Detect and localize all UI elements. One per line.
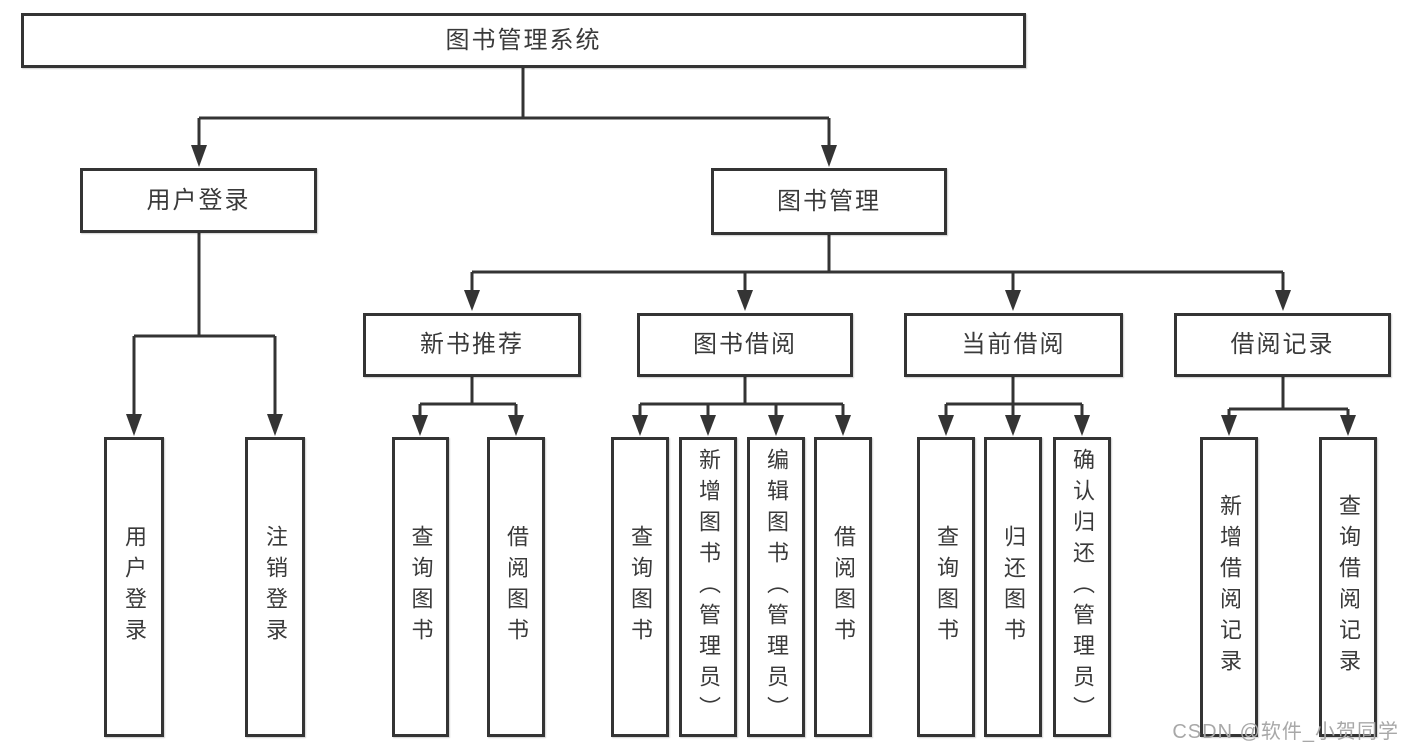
node-label: 新书推荐	[420, 331, 524, 358]
node-label: 查询图书	[408, 525, 434, 649]
node-book-borrowing: 图书借阅	[637, 313, 853, 377]
node-label: 借阅图书	[831, 525, 856, 649]
node-label: 用户登录	[122, 525, 147, 649]
node-label: 图书管理系统	[445, 26, 602, 54]
leaf-query-books-recommend: 查询图书	[392, 437, 449, 737]
node-label: 当前借阅	[961, 331, 1066, 358]
node-label: 新增借阅记录	[1217, 494, 1242, 680]
leaf-add-books-admin: 新增图书（管理员）	[679, 437, 737, 737]
leaf-edit-books-admin: 编辑图书（管理员）	[747, 437, 805, 737]
leaf-return-books: 归还图书	[984, 437, 1042, 737]
node-label: 借阅图书	[504, 525, 529, 649]
node-label: 图书借阅	[693, 331, 797, 358]
leaf-query-borrow-record: 查询借阅记录	[1319, 437, 1377, 737]
arrowheads	[126, 145, 1356, 436]
leaf-user-login: 用户登录	[104, 437, 164, 737]
leaf-borrow-books-recommend: 借阅图书	[487, 437, 545, 737]
leaf-confirm-return-admin: 确认归还（管理员）	[1053, 437, 1111, 737]
node-label: 确认归还（管理员）	[1070, 447, 1095, 727]
node-label: 新增图书（管理员）	[696, 447, 721, 727]
csdn-watermark: CSDN @软件_小贺同学	[1172, 721, 1399, 743]
node-borrowing-records: 借阅记录	[1174, 313, 1391, 377]
node-label: 用户登录	[146, 186, 251, 214]
node-label: 归还图书	[1001, 525, 1026, 649]
node-label: 查询借阅记录	[1336, 494, 1361, 680]
leaf-borrow-books-borrowing: 借阅图书	[814, 437, 872, 737]
connector-paths	[132, 68, 1350, 420]
node-book-management: 图书管理	[711, 168, 947, 235]
node-label: 借阅记录	[1230, 331, 1335, 358]
leaf-query-books-current: 查询图书	[917, 437, 975, 737]
node-user-login: 用户登录	[80, 168, 317, 233]
node-new-book-recommendation: 新书推荐	[363, 313, 581, 377]
node-label: 查询图书	[934, 525, 959, 649]
node-label: 注销登录	[263, 525, 288, 649]
leaf-logout-login: 注销登录	[245, 437, 305, 737]
node-label: 编辑图书（管理员）	[764, 447, 789, 727]
leaf-query-books-borrowing: 查询图书	[611, 437, 669, 737]
node-current-borrowing: 当前借阅	[904, 313, 1123, 377]
node-library-management-system: 图书管理系统	[21, 13, 1026, 68]
node-label: 查询图书	[628, 525, 653, 649]
leaf-add-borrow-record: 新增借阅记录	[1200, 437, 1258, 737]
node-label: 图书管理	[777, 187, 881, 215]
